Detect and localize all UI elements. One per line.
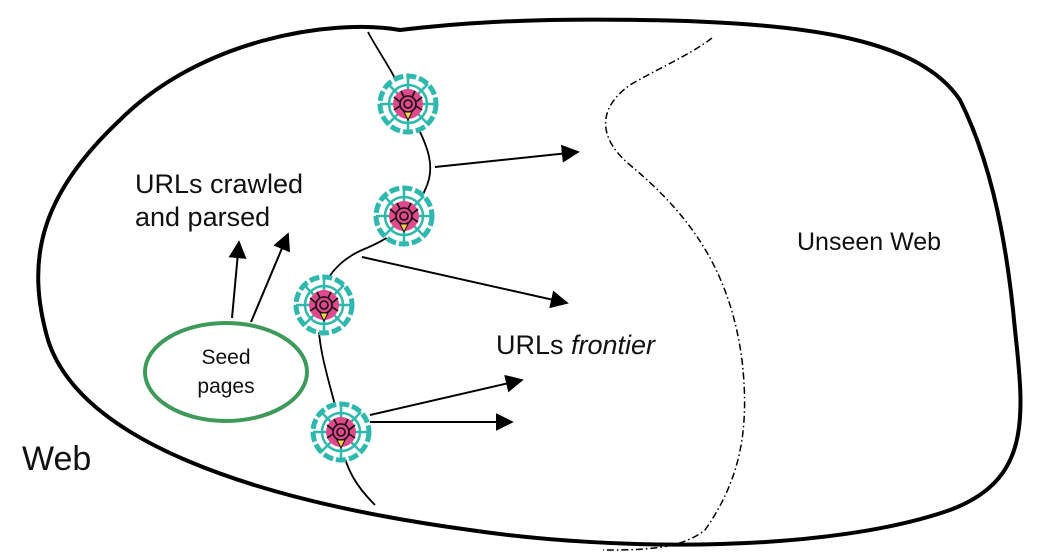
urls-frontier-label: URLs frontier <box>496 330 655 361</box>
arrow-to-frontier-3 <box>369 374 524 416</box>
frontier-prefix: URLs <box>496 330 572 360</box>
spider-icon <box>296 277 352 333</box>
seed-pages-label: Seed pages <box>145 343 307 401</box>
arrow-seed-to-crawled-1 <box>228 240 247 319</box>
unseen-web-boundary <box>602 37 746 551</box>
arrow-to-frontier-1 <box>434 144 580 168</box>
urls-crawled-label: URLs crawled and parsed <box>135 168 303 234</box>
seed-line2: pages <box>197 375 255 398</box>
seed-pages-ellipse <box>143 321 309 423</box>
arrow-to-frontier-2 <box>361 256 569 309</box>
seed-line1: Seed <box>201 346 251 369</box>
urls-crawled-line1: URLs crawled <box>135 169 304 199</box>
web-boundary <box>36 17 1023 547</box>
spider-icon <box>376 188 432 244</box>
urls-crawled-line2: and parsed <box>135 202 271 232</box>
spider-icon <box>313 404 369 460</box>
spider-icon <box>380 76 436 132</box>
web-label: Web <box>22 440 92 478</box>
unseen-web-label: Unseen Web <box>797 228 942 256</box>
frontier-italic: frontier <box>571 330 656 360</box>
arrow-seed-to-crawled-2 <box>250 232 291 323</box>
